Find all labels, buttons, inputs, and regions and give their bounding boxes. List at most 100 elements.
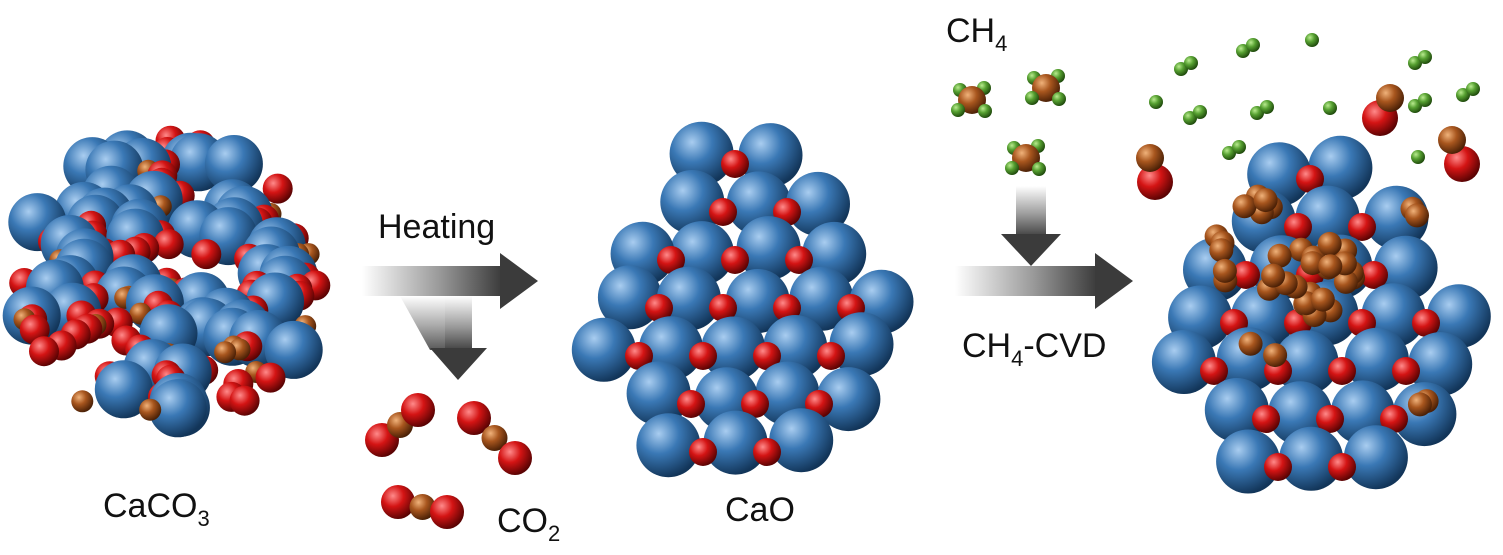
- calcium-atom: [571, 317, 636, 382]
- carbon-atom: [1405, 203, 1429, 228]
- calcium-atom: [725, 269, 790, 333]
- hydrogen-atom: [1005, 161, 1019, 175]
- ch4-label: CH4: [946, 12, 1007, 56]
- oxygen-atom: [625, 342, 653, 370]
- carbon-atom: [71, 390, 94, 413]
- calcium-atom: [1408, 332, 1473, 397]
- calcium-atom: [738, 123, 803, 188]
- carbon-atom: [1238, 331, 1263, 356]
- oxygen-atom: [1232, 261, 1260, 289]
- calcium-atom: [148, 379, 207, 438]
- calcium-atom: [636, 413, 701, 478]
- calcium-atom: [701, 316, 766, 381]
- calcium-atom: [1295, 185, 1360, 250]
- oxygen-atom: [709, 294, 737, 322]
- hydrogen-atom: [1466, 82, 1480, 96]
- carbon-atom: [1318, 254, 1343, 279]
- oxygen-atom: [29, 336, 59, 367]
- carbon-atom: [1267, 243, 1292, 268]
- calcium-atom: [829, 312, 894, 377]
- calcium-atom: [660, 170, 725, 234]
- hydrogen-atom: [1260, 100, 1274, 114]
- calcium-atom: [626, 361, 691, 426]
- oxygen-atom: [1137, 164, 1173, 200]
- oxygen-atom: [191, 239, 222, 270]
- carbon-atom: [1333, 269, 1358, 294]
- carbon-atom: [1209, 238, 1234, 263]
- carbon-atom: [1317, 231, 1342, 256]
- oxygen-atom: [262, 173, 293, 204]
- caco3-particle: [2, 125, 331, 438]
- oxygen-atom: [1348, 213, 1376, 241]
- hydrogen-atom: [1184, 56, 1198, 70]
- calcium-atom: [1204, 378, 1269, 442]
- oxygen-atom: [457, 401, 491, 435]
- oxygen-atom: [229, 385, 260, 416]
- calcium-atom: [703, 410, 768, 475]
- oxygen-atom: [1296, 165, 1324, 193]
- oxygen-atom: [1412, 309, 1440, 337]
- co2-molecules: [365, 393, 532, 529]
- hydrogen-atom: [1032, 162, 1046, 176]
- calcium-atom: [204, 135, 263, 193]
- carbon-atom: [1376, 84, 1404, 112]
- calcium-atom: [1343, 425, 1408, 490]
- oxygen-atom: [1316, 405, 1344, 433]
- oxygen-atom: [1328, 357, 1356, 385]
- hydrogen-atom: [978, 104, 992, 118]
- oxygen-atom: [785, 246, 813, 274]
- carbon-atom: [1212, 258, 1237, 283]
- oxygen-atom: [381, 485, 415, 519]
- oxygen-atom: [1328, 453, 1356, 481]
- cao-label: CaO: [725, 491, 795, 529]
- co2-label: CO2: [497, 502, 560, 546]
- oxygen-atom: [401, 393, 435, 427]
- carbon-atom: [1261, 263, 1286, 288]
- calcium-atom: [1279, 426, 1344, 491]
- calcium-atom: [656, 266, 721, 331]
- oxygen-atom: [645, 294, 673, 322]
- oxygen-atom: [498, 441, 532, 475]
- oxygen-atom: [1392, 357, 1420, 385]
- hydrogen-atom: [1305, 33, 1319, 47]
- cvd-label: CH4-CVD: [962, 327, 1106, 371]
- calcium-atom: [736, 216, 801, 281]
- hydrogen-atom: [1418, 93, 1432, 107]
- calcium-atom: [769, 408, 834, 473]
- carbon-atom: [481, 425, 508, 451]
- hydrogen-atom: [1149, 95, 1163, 109]
- carbon-atom: [1253, 188, 1278, 213]
- oxygen-atom: [721, 150, 749, 178]
- oxygen-atom: [1252, 405, 1280, 433]
- oxygen-atom: [753, 342, 781, 370]
- oxygen-atom: [677, 390, 705, 418]
- oxygen-atom: [430, 495, 464, 529]
- carbon-atom: [1407, 392, 1432, 417]
- carbon-atom: [1263, 343, 1288, 368]
- hydrogen-atom: [1193, 105, 1207, 119]
- carbon-atom: [1310, 287, 1335, 312]
- oxygen-atom: [817, 342, 845, 370]
- oxygen-atom: [255, 362, 286, 393]
- calcium-atom: [94, 360, 153, 419]
- carbon-atom: [1232, 194, 1257, 219]
- hydrogen-atom: [951, 103, 965, 117]
- oxygen-atom: [1360, 261, 1388, 289]
- caco3-label: CaCO3: [103, 487, 210, 531]
- oxygen-atom: [1444, 146, 1480, 182]
- oxygen-atom: [721, 246, 749, 274]
- hydrogen-atom: [1232, 140, 1246, 154]
- co2-release-arrow: [400, 296, 487, 380]
- oxygen-atom: [1284, 213, 1312, 241]
- heating-label: Heating: [378, 208, 495, 246]
- oxygen-atom: [1200, 357, 1228, 385]
- calcium-atom: [669, 121, 734, 186]
- oxygen-atom: [709, 198, 737, 226]
- hydrogen-atom: [1025, 91, 1039, 105]
- hydrogen-atom: [1411, 150, 1425, 164]
- calcium-atom: [1151, 330, 1216, 394]
- carbon-atom: [139, 398, 162, 421]
- carbon-atom: [1032, 74, 1060, 102]
- hydrogen-atom: [1418, 50, 1432, 64]
